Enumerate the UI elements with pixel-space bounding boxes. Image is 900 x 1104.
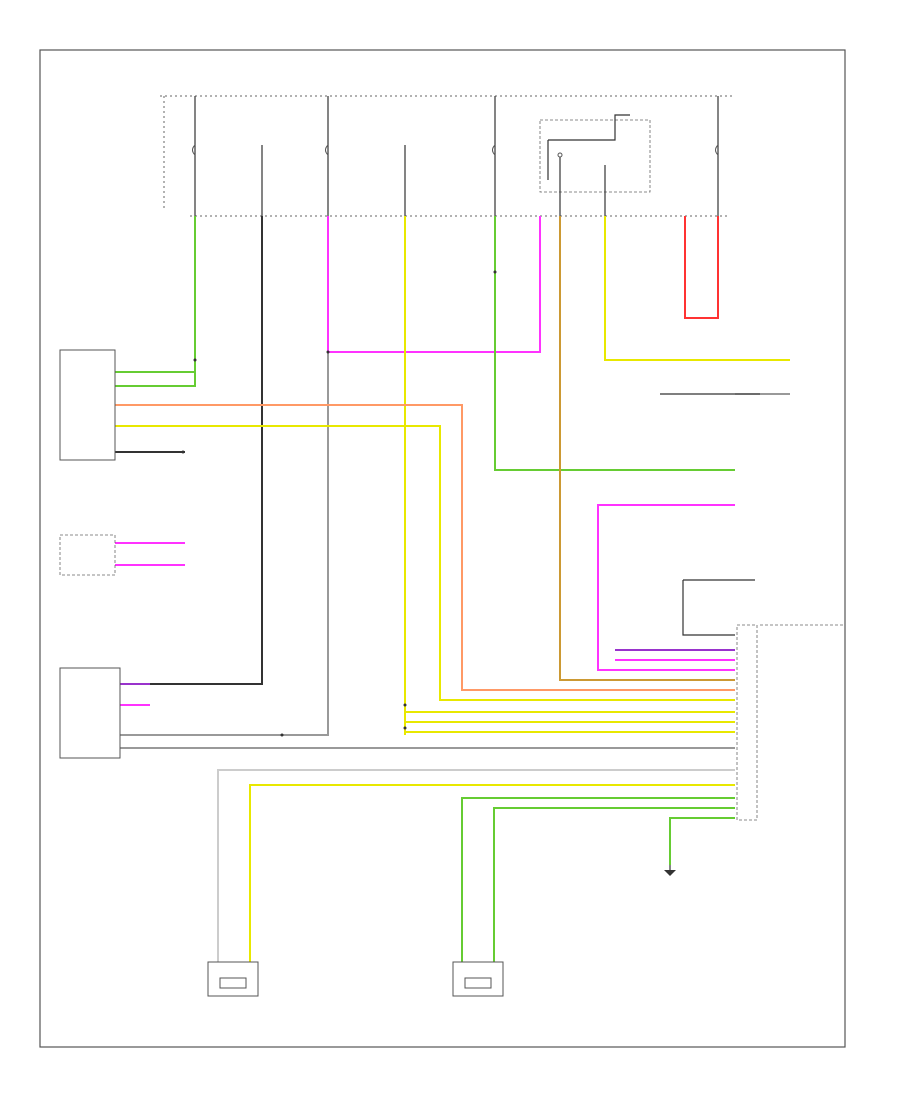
sensor-left-icon xyxy=(219,977,247,989)
wire-green-4 xyxy=(461,797,735,970)
splice-dot-1 xyxy=(193,358,197,362)
splice-dot-2 xyxy=(326,350,330,354)
relay-coil-wire xyxy=(547,114,630,180)
splice-dot-7 xyxy=(181,450,185,454)
fuse-drops xyxy=(192,96,719,216)
wire-orange-1 xyxy=(115,404,735,691)
ground-icon xyxy=(664,870,676,876)
connector-markers xyxy=(181,270,497,737)
wire-yellow-3 xyxy=(115,425,735,701)
ecm-connector-outline xyxy=(736,624,758,821)
wire-red-loop xyxy=(684,216,719,319)
relay-box-outline xyxy=(539,119,651,193)
ecm-feed-bracket xyxy=(682,580,735,636)
top-feed-labels xyxy=(165,70,197,86)
wire-yellow-7 xyxy=(249,784,735,970)
relay-box xyxy=(539,114,651,216)
sensor-left xyxy=(207,961,259,997)
splice-dot-3 xyxy=(403,703,407,707)
fuse-1-icon xyxy=(192,144,196,156)
ground-symbol xyxy=(664,865,676,876)
splice-dot-6 xyxy=(493,270,497,274)
wire-magenta-1 xyxy=(327,216,541,353)
wires xyxy=(115,216,790,970)
wire-green-6 xyxy=(669,817,735,865)
sensor-right-icon xyxy=(464,977,492,989)
wire-green-5 xyxy=(493,807,735,970)
wire-green-2 xyxy=(115,372,196,387)
wire-yellow-2 xyxy=(604,216,790,361)
splice-dot-4 xyxy=(403,726,407,730)
fuse-3-icon xyxy=(325,144,329,156)
wire-gray-1 xyxy=(120,352,329,736)
splice-dot-5 xyxy=(280,733,284,737)
fuse-6-icon xyxy=(715,144,719,156)
sensor-right xyxy=(452,961,504,997)
wire-lightgray-1 xyxy=(217,769,735,970)
right-junction-module xyxy=(59,667,121,759)
wire-brown-1 xyxy=(559,216,735,681)
cluster-control-module xyxy=(59,534,116,576)
wire-black-1 xyxy=(120,216,263,685)
diagram-frame xyxy=(39,49,846,1048)
wire-magenta-2 xyxy=(597,504,735,671)
wire-green-1 xyxy=(115,216,196,373)
fuse-5-icon xyxy=(492,144,496,156)
wire-green-3 xyxy=(494,216,735,471)
transmission-control-module xyxy=(59,349,116,461)
relay-contact-icon xyxy=(557,152,563,158)
ecm-connector xyxy=(736,624,845,821)
